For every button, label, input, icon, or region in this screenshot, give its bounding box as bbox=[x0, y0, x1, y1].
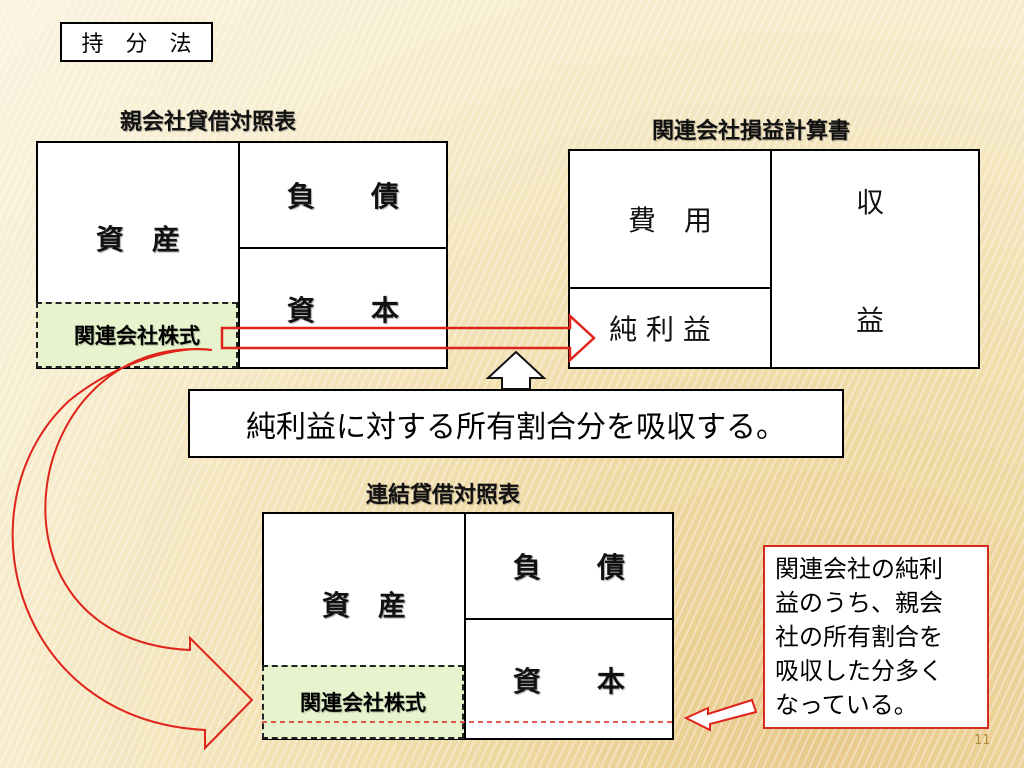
slide-title: 持 分 法 bbox=[60, 22, 213, 62]
up-arrow bbox=[485, 350, 547, 390]
note-line: なっている。 bbox=[775, 691, 918, 719]
affiliate-pl-divider bbox=[770, 151, 772, 367]
consolidated-bs-divider bbox=[464, 514, 466, 738]
note-box: 関連会社の純利 益のうち、親会 社の所有割合を 吸収した分多く なっている。 bbox=[763, 545, 989, 729]
note-arrow bbox=[683, 698, 758, 732]
affiliate-pl-row-divider bbox=[570, 287, 770, 289]
parent-bs-divider bbox=[238, 143, 240, 367]
note-line: 益のうち、親会 bbox=[775, 589, 943, 617]
consolidated-bs-capital: 資 本 bbox=[512, 665, 625, 698]
consolidated-bs-caption: 連結貸借対照表 bbox=[366, 483, 521, 508]
note-line: 関連会社の純利 bbox=[775, 555, 943, 583]
note-line: 吸収した分多く bbox=[775, 657, 943, 685]
parent-bs-assets: 資 産 bbox=[95, 223, 180, 256]
affiliate-pl-caption: 関連会社損益計算書 bbox=[652, 119, 851, 144]
consolidated-bs-row-divider bbox=[466, 618, 672, 620]
affiliate-pl-table: 費 用 純 利 益 収 益 bbox=[568, 149, 980, 369]
parent-bs-capital: 資 本 bbox=[286, 294, 399, 327]
affiliate-pl-net-income: 純 利 益 bbox=[609, 313, 711, 346]
curved-arrow bbox=[11, 348, 254, 751]
affiliate-pl-expenses: 費 用 bbox=[627, 204, 712, 237]
note-line: 社の所有割合を bbox=[775, 623, 943, 651]
parent-affiliate-stock: 関連会社株式 bbox=[36, 302, 238, 368]
consolidated-affiliate-stock: 関連会社株式 bbox=[262, 665, 464, 739]
affiliate-pl-revenue-top: 収 bbox=[855, 186, 884, 219]
transfer-arrow bbox=[220, 313, 596, 363]
consolidated-bs-assets: 資 産 bbox=[321, 589, 406, 622]
parent-bs-row-divider bbox=[240, 247, 446, 249]
explanation-text: 純利益に対する所有割合分を吸収する。 bbox=[246, 409, 786, 445]
parent-bs-liabilities: 負 債 bbox=[286, 180, 399, 213]
affiliate-pl-revenue-bottom: 益 bbox=[855, 304, 884, 337]
page-number: 11 bbox=[974, 733, 991, 748]
parent-bs-caption: 親会社貸借対照表 bbox=[120, 110, 297, 135]
consolidated-bs-liabilities: 負 債 bbox=[512, 551, 625, 584]
explanation-box: 純利益に対する所有割合分を吸収する。 bbox=[188, 389, 844, 458]
slide-title-text: 持 分 法 bbox=[81, 32, 192, 57]
